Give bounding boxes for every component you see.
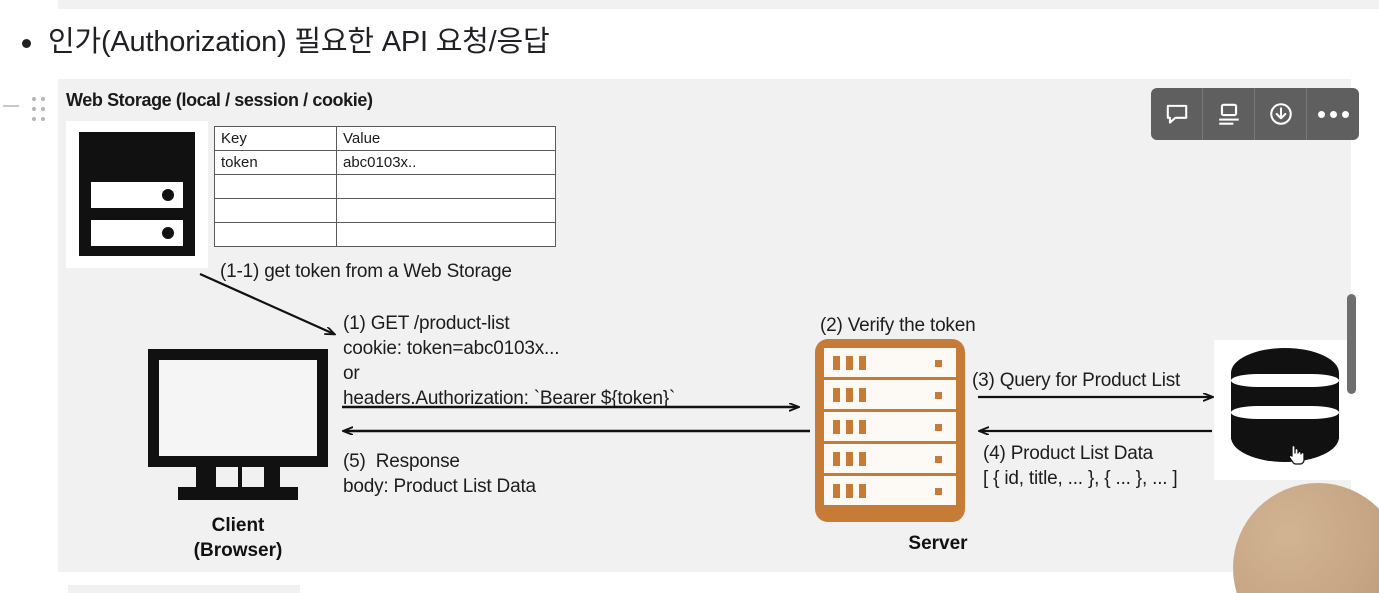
database-card [1214,340,1351,480]
monitor-base [178,487,298,500]
column-header-value: Value [336,126,556,151]
table-header-row: Key Value [214,126,556,151]
column-header-key: Key [214,126,337,151]
vertical-scrollbar[interactable] [1347,9,1377,593]
page-title: 인가(Authorization) 필요한 API 요청/응답 [22,20,922,66]
label-response: (5) Response body: Product List Data [343,451,536,497]
db-disc [1231,412,1339,462]
diagram-arrows [199,272,1351,572]
web-storage-card [66,121,208,268]
server-icon [815,339,965,522]
database-icon [1231,348,1339,472]
table-row [214,198,556,223]
scrollbar-thumb[interactable] [1347,294,1356,394]
db-gap [1231,374,1339,387]
key-value-table: Key Value token abc0103x.. [214,126,556,247]
comment-icon[interactable] [1151,88,1203,140]
arrow-get-token [199,272,334,334]
db-gap [1231,406,1339,419]
comment-icon-glyph [1166,104,1187,124]
present-icon[interactable] [1203,88,1255,140]
download-icon[interactable] [1255,88,1307,140]
cell-key: token [214,150,337,175]
bullet-point-icon [22,38,31,48]
drag-dot [32,107,36,111]
server-slot [824,380,956,409]
node-label-client: Client (Browser) [193,515,283,561]
label-verify-token: (2) Verify the token [820,315,976,336]
server-slot [824,412,956,441]
storage-bay [91,182,183,208]
screen-glass [159,360,317,456]
server-slot [824,476,956,505]
present-icon-glyph [1218,103,1239,125]
pointer-hand-cursor [1288,444,1305,465]
drag-dot [41,107,45,111]
label-query: (3) Query for Product List [972,370,1181,391]
web-storage-title: Web Storage (local / session / cookie) [66,90,373,110]
storage-bay [91,220,183,246]
client-browser-icon [148,349,328,500]
cell-value [336,222,556,247]
cell-value [336,198,556,223]
label-request-details: (1) GET /product-list cookie: token=abc0… [343,313,676,409]
top-content-strip [58,0,1379,9]
more-options-dots [1317,110,1349,118]
drag-dot [32,117,36,121]
drag-handle-icon[interactable] [32,97,46,123]
label-list-data: (4) Product List Data [ { id, title, ...… [983,443,1178,489]
neck-cut [216,467,238,493]
table-row [214,222,556,247]
storage-led-icon [162,189,174,201]
heading-text: 인가(Authorization) 필요한 API 요청/응답 [48,26,550,59]
floating-toolbar[interactable] [1151,88,1359,140]
node-label-server: Server [908,533,968,554]
web-storage-icon [79,132,195,256]
cell-key [214,222,337,247]
drag-dot [32,97,36,101]
storage-led-icon [162,227,174,239]
drag-dot [41,117,45,121]
collapse-dash-icon[interactable] [3,105,19,107]
label-step-1-1: (1-1) get token from a Web Storage [220,261,512,282]
more-options-icon[interactable] [1307,88,1359,140]
server-slot [824,444,956,473]
monitor-screen [148,349,328,467]
next-content-block [68,585,300,593]
diagram-panel[interactable]: Web Storage (local / session / cookie) K… [58,79,1351,572]
download-icon-glyph [1269,103,1292,125]
server-slot [824,348,956,377]
drag-dot [41,97,45,101]
neck-cut [242,467,264,493]
